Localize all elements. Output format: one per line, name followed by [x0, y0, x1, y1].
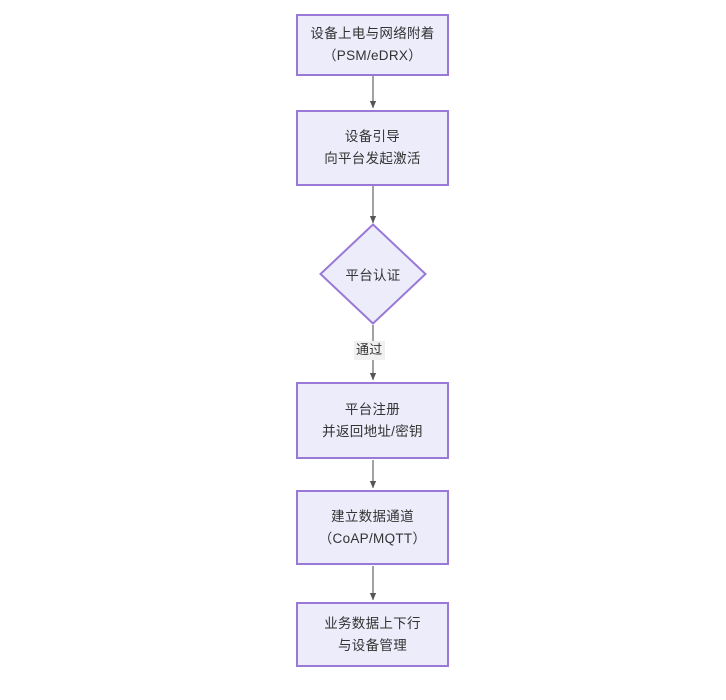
node-label-line2: 向平台发起激活 [324, 151, 421, 166]
node-establish-data-channel[interactable]: 建立数据通道 （CoAP/MQTT） [296, 490, 449, 565]
node-power-on-network-attach[interactable]: 设备上电与网络附着 （PSM/eDRX） [296, 14, 449, 76]
node-label-line2: 并返回地址/密钥 [322, 423, 423, 439]
diamond-shape [319, 223, 427, 325]
node-label-line2: （PSM/eDRX） [322, 48, 423, 63]
node-label-line1: 设备引导 [344, 129, 401, 145]
node-device-bootstrap-activation[interactable]: 设备引导 向平台发起激活 [296, 110, 449, 186]
node-label-line2: （CoAP/MQTT） [318, 530, 427, 546]
edge-label-pass: 通过 [354, 341, 385, 360]
node-platform-authentication[interactable]: 平台认证 [319, 223, 427, 325]
node-label-line1: 业务数据上下行 [324, 615, 421, 631]
node-label-line1: 平台认证 [345, 268, 401, 283]
node-label-line2: 与设备管理 [338, 637, 407, 653]
node-label-line1: 设备上电与网络附着 [310, 26, 435, 42]
node-label-line1: 建立数据通道 [331, 508, 414, 524]
node-business-data-and-device-management[interactable]: 业务数据上下行 与设备管理 [296, 602, 449, 667]
node-platform-registration[interactable]: 平台注册 并返回地址/密钥 [296, 382, 449, 459]
node-label-line1: 平台注册 [344, 401, 401, 417]
